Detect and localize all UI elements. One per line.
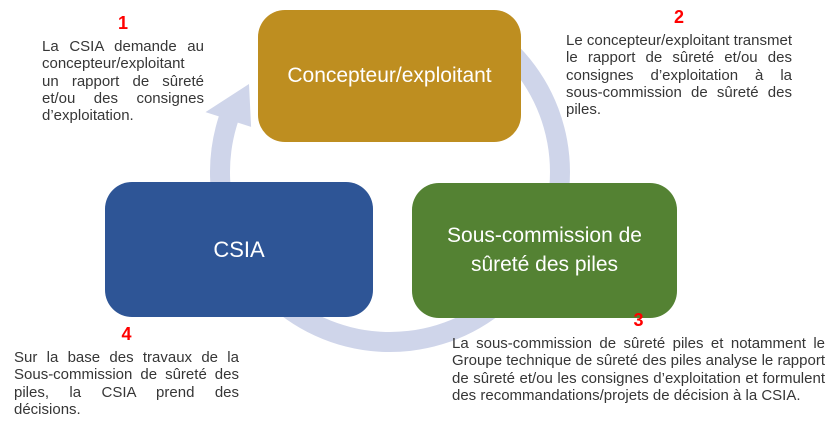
step-4-text: Sur la base des travaux de la Sous-commi… xyxy=(14,348,239,418)
step-2-number: 2 xyxy=(673,7,684,27)
node-sous-commission-label: Sous-commission de sûreté des piles xyxy=(447,224,642,276)
step-1-number: 1 xyxy=(117,13,128,33)
node-csia: CSIA xyxy=(105,182,373,317)
node-concepteur-exploitant-label: Concepteur/exploitant xyxy=(287,64,492,87)
node-sous-commission: Sous-commission de sûreté des piles xyxy=(412,183,677,318)
step-3: 3 La sous-commission de sûreté piles et … xyxy=(452,310,825,404)
step-3-text: La sous-commission de sûreté piles et no… xyxy=(452,334,825,404)
node-csia-label: CSIA xyxy=(213,236,265,262)
step-1: 1 La CSIA demande au concepteur/exploita… xyxy=(42,13,204,125)
step-4: 4 Sur la base des travaux de la Sous-com… xyxy=(14,324,239,418)
step-2-text: Le concepteur/exploitant transmet le rap… xyxy=(566,31,792,119)
step-2: 2 Le concepteur/exploitant transmet le r… xyxy=(566,7,792,119)
step-3-number: 3 xyxy=(633,310,644,330)
node-concepteur-exploitant: Concepteur/exploitant xyxy=(258,10,521,142)
step-1-text: La CSIA demande au concepteur/exploitant… xyxy=(42,37,204,125)
step-4-number: 4 xyxy=(121,324,132,344)
